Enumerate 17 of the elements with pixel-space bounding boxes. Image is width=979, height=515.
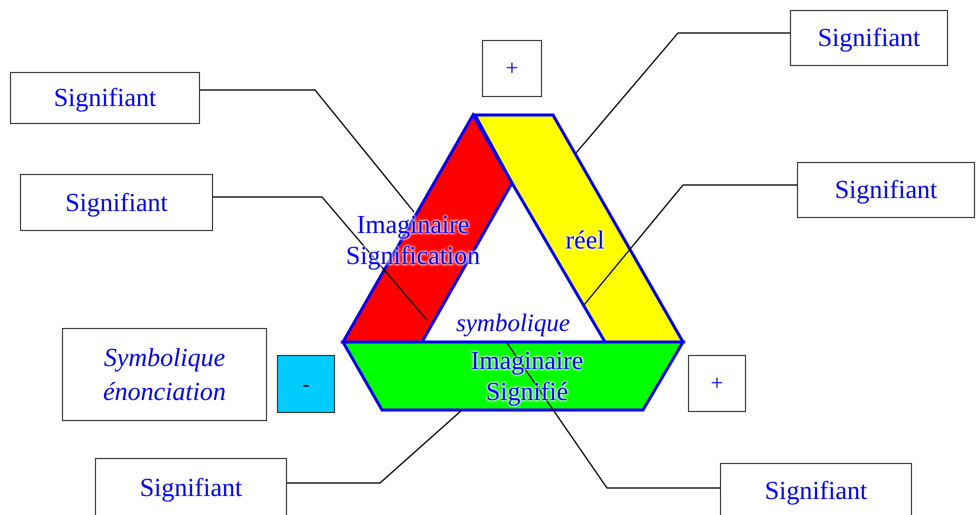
leader-line (576, 32, 790, 154)
label-box: Signifiant (20, 174, 213, 231)
label-box: Signifiant (790, 10, 948, 66)
sign-box: + (688, 355, 746, 412)
leader-line (584, 184, 797, 306)
label-box: Signifiant (797, 162, 975, 218)
leader-line (287, 410, 462, 484)
region-label: symbolique (456, 310, 570, 338)
leader-line (200, 89, 414, 212)
sign-box: + (482, 40, 542, 97)
label-box: Signifiant (720, 463, 912, 515)
leader-line (213, 196, 428, 320)
text-box: Symbolique énonciation (62, 328, 267, 421)
sign-box: - (277, 355, 335, 413)
band-label: réel (566, 224, 604, 256)
label-box: Signifiant (95, 458, 287, 515)
label-box: Signifiant (10, 72, 200, 124)
